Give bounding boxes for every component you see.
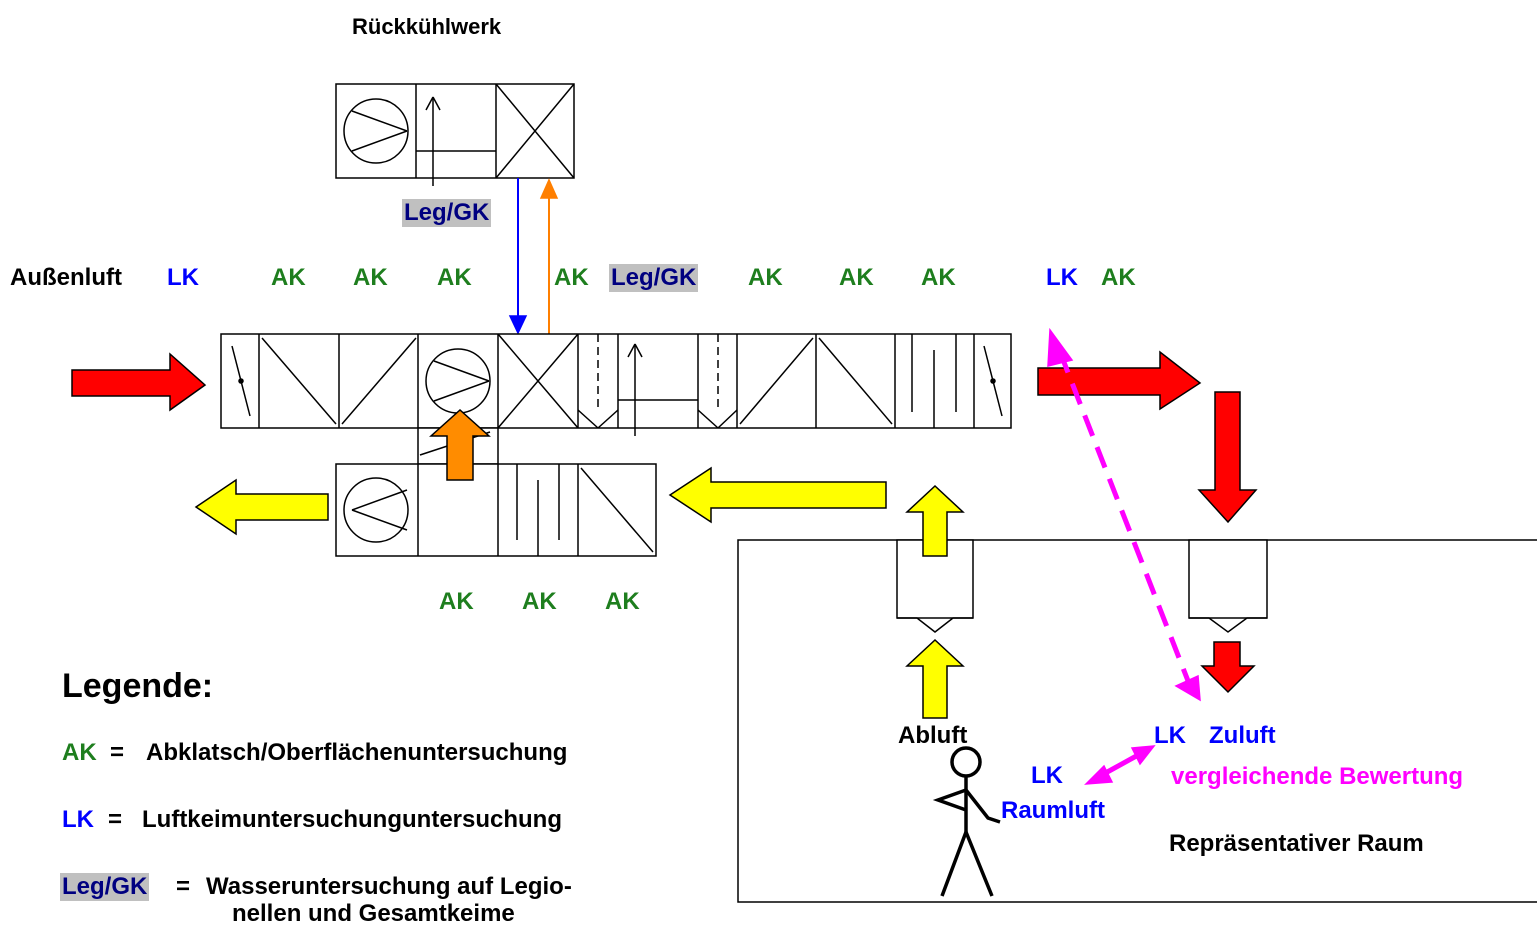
ak-label: AK xyxy=(271,264,306,291)
legend-text-ak: Abklatsch/Oberflächenuntersuchung xyxy=(146,739,568,766)
silencer-icon xyxy=(577,334,619,429)
lk-label: LK xyxy=(1154,722,1186,749)
exhaust-air-unit xyxy=(335,463,657,557)
arrow-icon xyxy=(1200,641,1256,694)
ak-label: AK xyxy=(437,264,472,291)
ak-label: AK xyxy=(522,588,557,615)
humidifier-icon xyxy=(416,96,496,186)
filter-icon xyxy=(818,337,893,425)
zuluft-label: Zuluft xyxy=(1209,722,1276,749)
arrow-icon xyxy=(1197,391,1258,524)
silencer-icon xyxy=(911,334,957,428)
leg-gk-label: Leg/GK xyxy=(609,264,699,292)
filter-icon xyxy=(580,467,654,553)
ak-label: AK xyxy=(921,264,956,291)
comparison-arrow xyxy=(1047,327,1201,702)
legend-sep: = xyxy=(176,873,191,900)
fan-icon xyxy=(343,477,409,543)
ak-label: AK xyxy=(1101,264,1136,291)
arrow-icon xyxy=(71,352,207,412)
legend-title: Legende: xyxy=(62,667,214,705)
air-outlet-icon xyxy=(896,539,974,633)
lk-label: LK xyxy=(167,264,199,291)
fan-icon xyxy=(343,98,409,164)
filter-icon xyxy=(341,337,417,425)
legend-key-lk: LK xyxy=(62,806,94,833)
legend-text-lk: Luftkeimuntersuchunguntersuchung xyxy=(142,806,562,833)
supply-air-unit xyxy=(220,333,1012,436)
arrow-icon xyxy=(668,466,887,524)
ak-label: AK xyxy=(554,264,589,291)
recooling-unit xyxy=(335,83,575,186)
legend-text-leg: Wasseruntersuchung auf Legio- xyxy=(206,873,572,900)
room-label: Repräsentativer Raum xyxy=(1169,830,1424,857)
cooling-water-pipes xyxy=(508,178,559,335)
ak-label: AK xyxy=(353,264,388,291)
leg-gk-label: Leg/GK xyxy=(402,199,492,227)
abluft-label: Abluft xyxy=(898,722,968,749)
ak-label: AK xyxy=(439,588,474,615)
representative-room xyxy=(737,539,1537,903)
heat-exchanger-icon xyxy=(497,333,579,429)
legend-key-leg: Leg/GK xyxy=(60,873,150,901)
aussenluft-label: Außenluft xyxy=(10,264,122,291)
ak-label: AK xyxy=(839,264,874,291)
arrow-icon xyxy=(905,484,965,557)
legend-text-leg-2: nellen und Gesamtkeime xyxy=(232,900,515,927)
damper-icon xyxy=(231,345,251,417)
legend-key-ak: AK xyxy=(62,739,97,766)
air-outlet-icon xyxy=(1188,539,1268,633)
comparison-arrow xyxy=(1084,745,1156,785)
lk-label: LK xyxy=(1031,762,1063,789)
comparison-label: vergleichende Bewertung xyxy=(1171,763,1464,790)
filter-icon xyxy=(261,337,337,425)
humidifier-icon xyxy=(618,343,698,436)
arrow-icon xyxy=(429,408,491,481)
filter-icon xyxy=(739,337,814,425)
silencer-icon xyxy=(697,334,738,429)
arrow-icon xyxy=(194,478,329,536)
recooling-title: Rückkühlwerk xyxy=(352,14,502,39)
person-icon xyxy=(932,746,1001,897)
lk-label: LK xyxy=(1046,264,1078,291)
arrow-icon xyxy=(905,638,965,719)
silencer-icon xyxy=(516,464,560,556)
ak-label: AK xyxy=(605,588,640,615)
raumluft-label: Raumluft xyxy=(1001,797,1105,824)
legend-sep: = xyxy=(110,739,125,766)
damper-icon xyxy=(983,345,1003,417)
heat-exchanger-icon xyxy=(495,83,575,179)
ak-label: AK xyxy=(748,264,783,291)
legend-sep: = xyxy=(108,806,123,833)
